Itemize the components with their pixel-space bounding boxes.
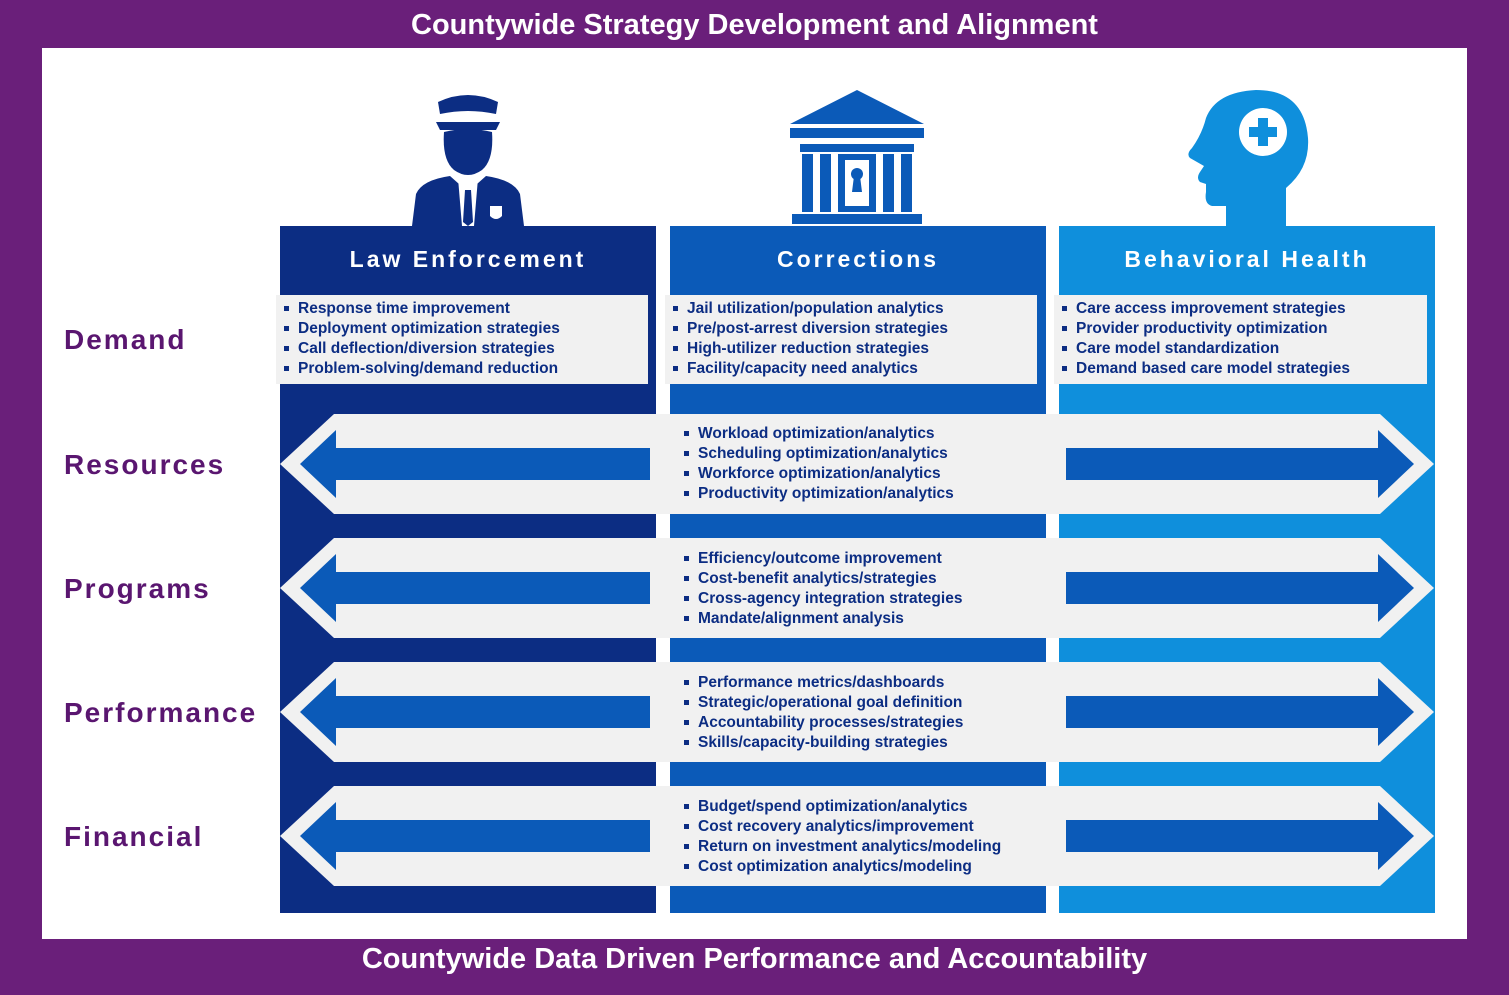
column-title-corrections: Corrections — [776, 246, 940, 272]
demand-box-corrections: Jail utilization/population analytics Pr… — [665, 295, 1037, 384]
list-item: Jail utilization/population analytics — [673, 299, 1037, 319]
demand-box-behavioral-health: Care access improvement strategies Provi… — [1054, 295, 1427, 384]
list-item: Facility/capacity need analytics — [673, 359, 1037, 379]
list-item: Call deflection/diversion strategies — [284, 339, 648, 359]
row-label-resources: Resources — [64, 449, 226, 480]
list-item: Care model standardization — [1062, 339, 1427, 359]
arrow-band-financial — [280, 786, 1434, 886]
list-item: Performance metrics/dashboards — [684, 673, 963, 693]
list-item: High-utilizer reduction strategies — [673, 339, 1037, 359]
row-label-performance: Performance — [64, 697, 258, 728]
column-title-law-enforcement: Law Enforcement — [349, 246, 587, 272]
arrow-band-performance — [280, 662, 1434, 762]
demand-box-law-enforcement: Response time improvement Deployment opt… — [276, 295, 648, 384]
list-item: Budget/spend optimization/analytics — [684, 797, 1001, 817]
list-programs: Efficiency/outcome improvement Cost-bene… — [684, 549, 962, 629]
police-officer-icon — [412, 95, 524, 226]
header-title: Countywide Strategy Development and Alig… — [411, 9, 1098, 41]
list-item: Provider productivity optimization — [1062, 319, 1427, 339]
list-item: Workforce optimization/analytics — [684, 464, 954, 484]
list-item: Problem-solving/demand reduction — [284, 359, 648, 379]
head-medical-cross-icon — [1188, 90, 1309, 226]
row-label-programs: Programs — [64, 573, 211, 604]
list-item: Workload optimization/analytics — [684, 424, 954, 444]
row-label-demand: Demand — [64, 324, 187, 355]
column-title-behavioral-health: Behavioral Health — [1124, 246, 1370, 272]
list-item: Cost-benefit analytics/strategies — [684, 569, 962, 589]
list-item: Care access improvement strategies — [1062, 299, 1427, 319]
list-item: Cost optimization analytics/modeling — [684, 857, 1001, 877]
list-item: Return on investment analytics/modeling — [684, 837, 1001, 857]
courthouse-icon — [790, 90, 924, 224]
list-item: Cross-agency integration strategies — [684, 589, 962, 609]
list-performance: Performance metrics/dashboards Strategic… — [684, 673, 963, 753]
list-item: Accountability processes/strategies — [684, 713, 963, 733]
list-item: Productivity optimization/analytics — [684, 484, 954, 504]
list-item: Response time improvement — [284, 299, 648, 319]
list-item: Deployment optimization strategies — [284, 319, 648, 339]
list-item: Scheduling optimization/analytics — [684, 444, 954, 464]
list-item: Strategic/operational goal definition — [684, 693, 963, 713]
footer-title: Countywide Data Driven Performance and A… — [361, 943, 1148, 975]
list-item: Efficiency/outcome improvement — [684, 549, 962, 569]
row-label-financial: Financial — [64, 821, 204, 852]
list-item: Pre/post-arrest diversion strategies — [673, 319, 1037, 339]
arrow-band-resources — [280, 414, 1434, 514]
list-financial: Budget/spend optimization/analytics Cost… — [684, 797, 1001, 877]
list-item: Skills/capacity-building strategies — [684, 733, 963, 753]
list-item: Demand based care model strategies — [1062, 359, 1427, 379]
list-resources: Workload optimization/analytics Scheduli… — [684, 424, 954, 504]
list-item: Cost recovery analytics/improvement — [684, 817, 1001, 837]
arrow-band-programs — [280, 538, 1434, 638]
list-item: Mandate/alignment analysis — [684, 609, 962, 629]
